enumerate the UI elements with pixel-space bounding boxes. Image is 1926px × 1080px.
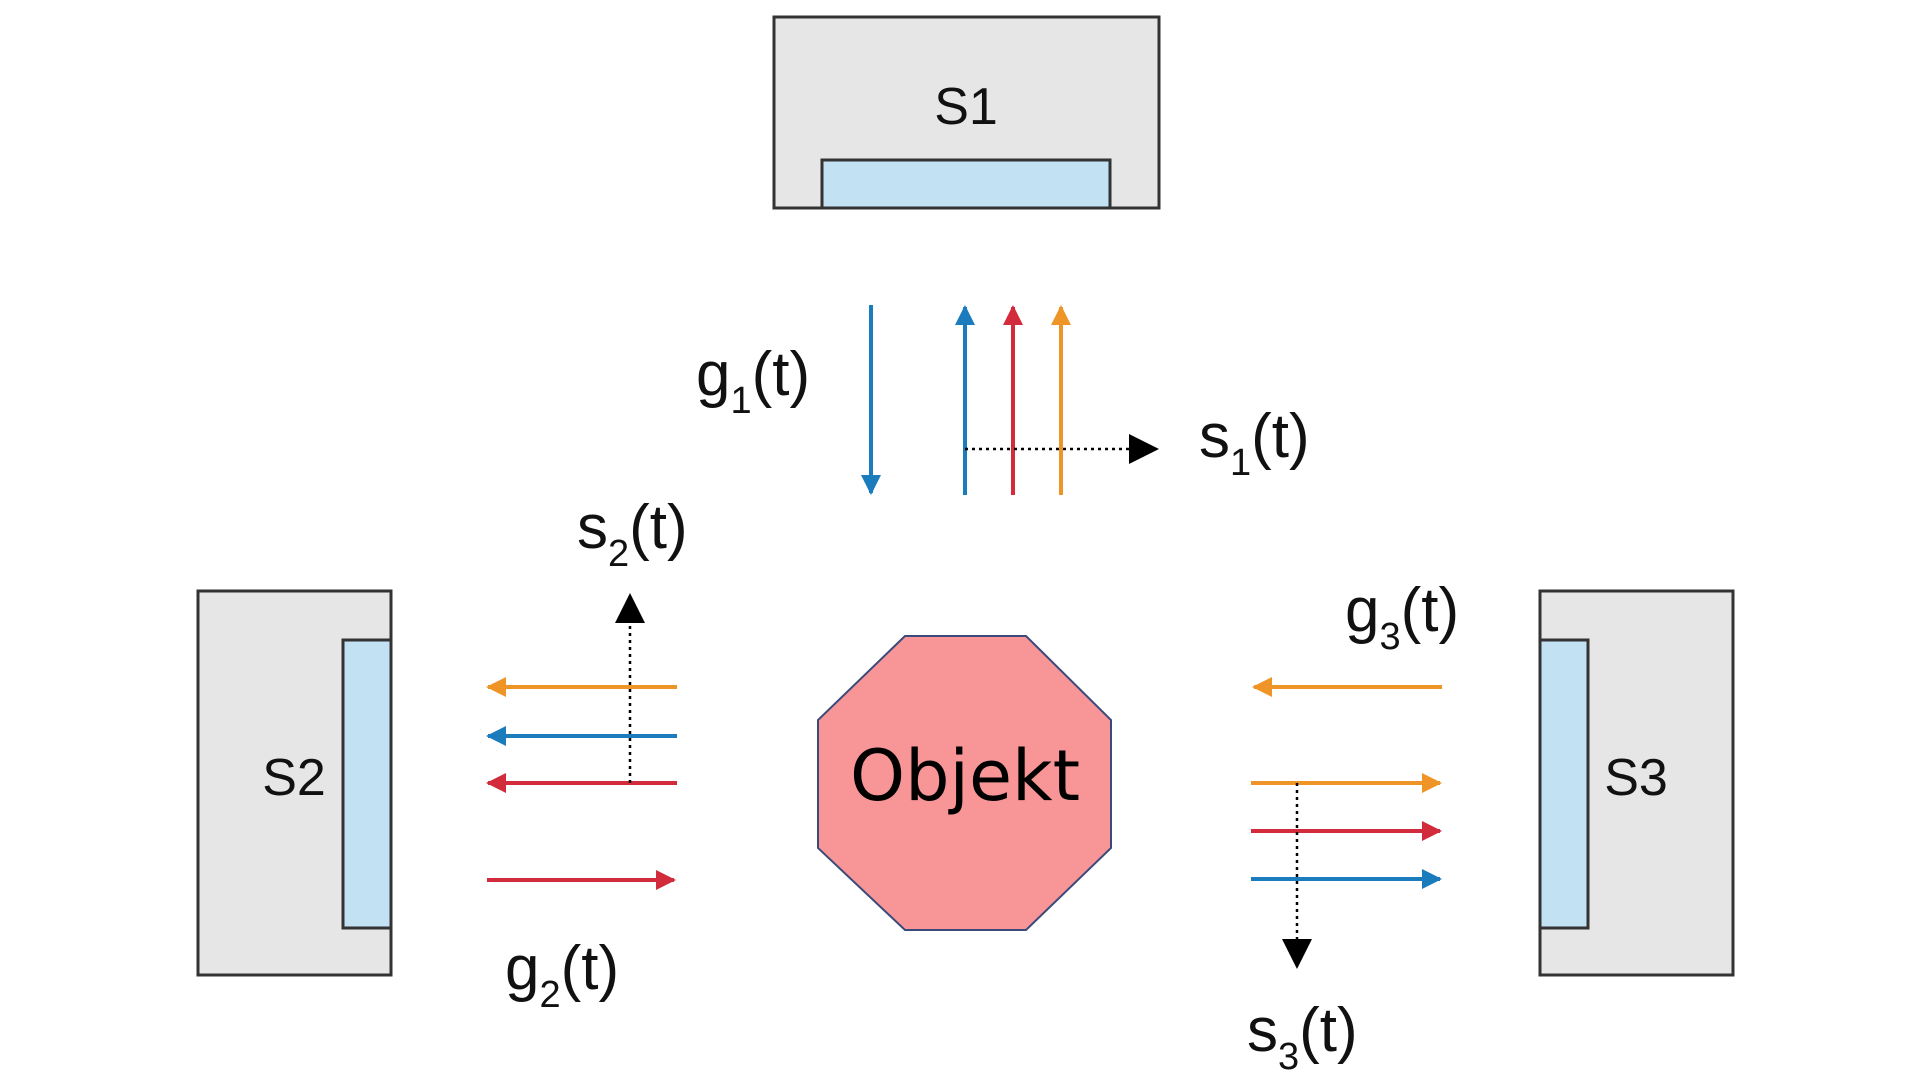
sensor-s3: S3 bbox=[1538, 589, 1735, 977]
sensor-s1-label: S1 bbox=[934, 78, 998, 136]
top-arrows bbox=[861, 305, 1159, 495]
g2-label: g2(t) bbox=[505, 934, 619, 1016]
object-octagon bbox=[817, 635, 1112, 931]
g1-label: g1(t) bbox=[696, 340, 810, 422]
s1-label-tail: (t) bbox=[1251, 402, 1310, 471]
sensor-s3-label: S3 bbox=[1604, 749, 1668, 807]
s1-label-base: s bbox=[1199, 402, 1230, 471]
g2-label-sub: 2 bbox=[539, 974, 560, 1016]
s2-label-sub: 2 bbox=[608, 533, 629, 575]
s1-label-sub: 1 bbox=[1230, 442, 1251, 484]
g1-label-sub: 1 bbox=[730, 380, 751, 422]
sensor-s1-window bbox=[820, 158, 1112, 210]
g1-label-tail: (t) bbox=[752, 340, 811, 409]
g1-label-base: g bbox=[696, 340, 730, 409]
right-arrows bbox=[1251, 677, 1442, 969]
s3-label: s3(t) bbox=[1247, 996, 1358, 1078]
s3-label-base: s bbox=[1247, 996, 1278, 1065]
g3-label-tail: (t) bbox=[1401, 576, 1460, 645]
g2-label-tail: (t) bbox=[561, 934, 620, 1003]
s2-label: s2(t) bbox=[577, 493, 688, 575]
sensor-s2: S2 bbox=[196, 589, 393, 977]
object-label: Objekt bbox=[850, 735, 1080, 817]
s2-label-base: s bbox=[577, 493, 608, 562]
sensor-s3-window bbox=[1538, 638, 1590, 930]
g3-label-sub: 3 bbox=[1379, 616, 1400, 658]
sensor-s1: S1 bbox=[772, 15, 1161, 210]
s3-label-sub: 3 bbox=[1278, 1036, 1299, 1078]
s2-label-tail: (t) bbox=[629, 493, 688, 562]
g2-label-base: g bbox=[505, 934, 539, 1003]
left-arrows bbox=[486, 593, 677, 890]
s1-label: s1(t) bbox=[1199, 402, 1310, 484]
object: Objekt bbox=[817, 635, 1112, 931]
sensor-s2-window bbox=[341, 638, 393, 930]
sensor-s2-label: S2 bbox=[262, 749, 326, 807]
g3-label-base: g bbox=[1345, 576, 1379, 645]
g3-label: g3(t) bbox=[1345, 576, 1459, 658]
s3-label-tail: (t) bbox=[1299, 996, 1358, 1065]
